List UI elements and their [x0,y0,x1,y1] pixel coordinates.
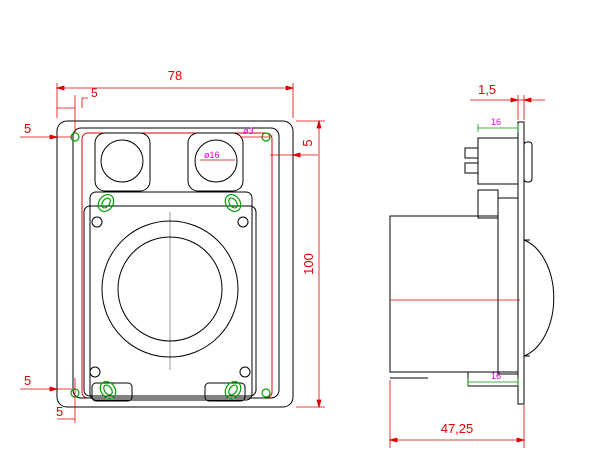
left-button [100,139,144,183]
dim-top-offset-5: 5 [91,86,98,100]
side-bottom-callout-16: 16 [491,371,501,381]
front-view [56,120,294,408]
dim-left-offset-top-5: 5 [24,121,31,136]
front-panel-outline [56,120,294,408]
right-button-housing [187,132,244,192]
dim-width-78: 78 [168,68,182,83]
dim-height-100: 100 [301,253,316,275]
module-screw-tl [91,216,103,228]
mount-slot-1-inner [101,197,111,209]
side-button-cap [523,141,533,183]
mount-slot-3-inner [103,384,113,396]
side-button-pin-2 [464,162,479,174]
side-callouts [467,124,519,386]
bottom-pad-left [91,382,133,402]
right-button [194,139,238,183]
dim-thickness-1-5: 1,5 [478,82,496,97]
side-front-plate [517,121,525,405]
side-button-body [477,137,519,185]
mount-slot-3 [99,381,117,399]
side-dimensions [388,95,545,448]
module-screw-br [239,366,251,378]
corner-hole-br [261,388,271,398]
front-holes [70,132,271,399]
front-inner-frame [72,127,280,399]
side-module-block [497,197,519,375]
side-top-callout-16: 16 [491,117,501,127]
front-dimensions [20,83,325,423]
dim-depth-47-25: 47,25 [441,421,474,436]
dim-bottom-offset-5: 5 [56,404,63,419]
trackball-module-outline [89,191,253,401]
mount-slot-4 [224,381,242,399]
module-screw-tr [237,216,249,228]
dim-right-offset-5: 5 [300,139,315,146]
hole-diameter-callout: ø3 [243,126,254,136]
mount-slot-2 [224,194,242,212]
mount-slot-1 [97,194,115,212]
side-ball-dome [523,239,555,357]
button-diameter-callout: ø16 [204,150,220,160]
left-button-housing [94,132,151,192]
trackball-module-inner [83,205,257,397]
side-view [389,121,555,405]
bottom-pad-right [204,382,246,402]
module-screw-bl [89,366,101,378]
side-upper-bracket [477,189,499,219]
mount-slot-4-inner [228,384,238,396]
dim-left-offset-bottom-5: 5 [24,373,31,388]
corner-hole-tl [70,132,80,142]
side-main-body [389,215,499,373]
side-button-pin-1 [464,147,479,159]
mount-slot-2-inner [228,197,238,209]
